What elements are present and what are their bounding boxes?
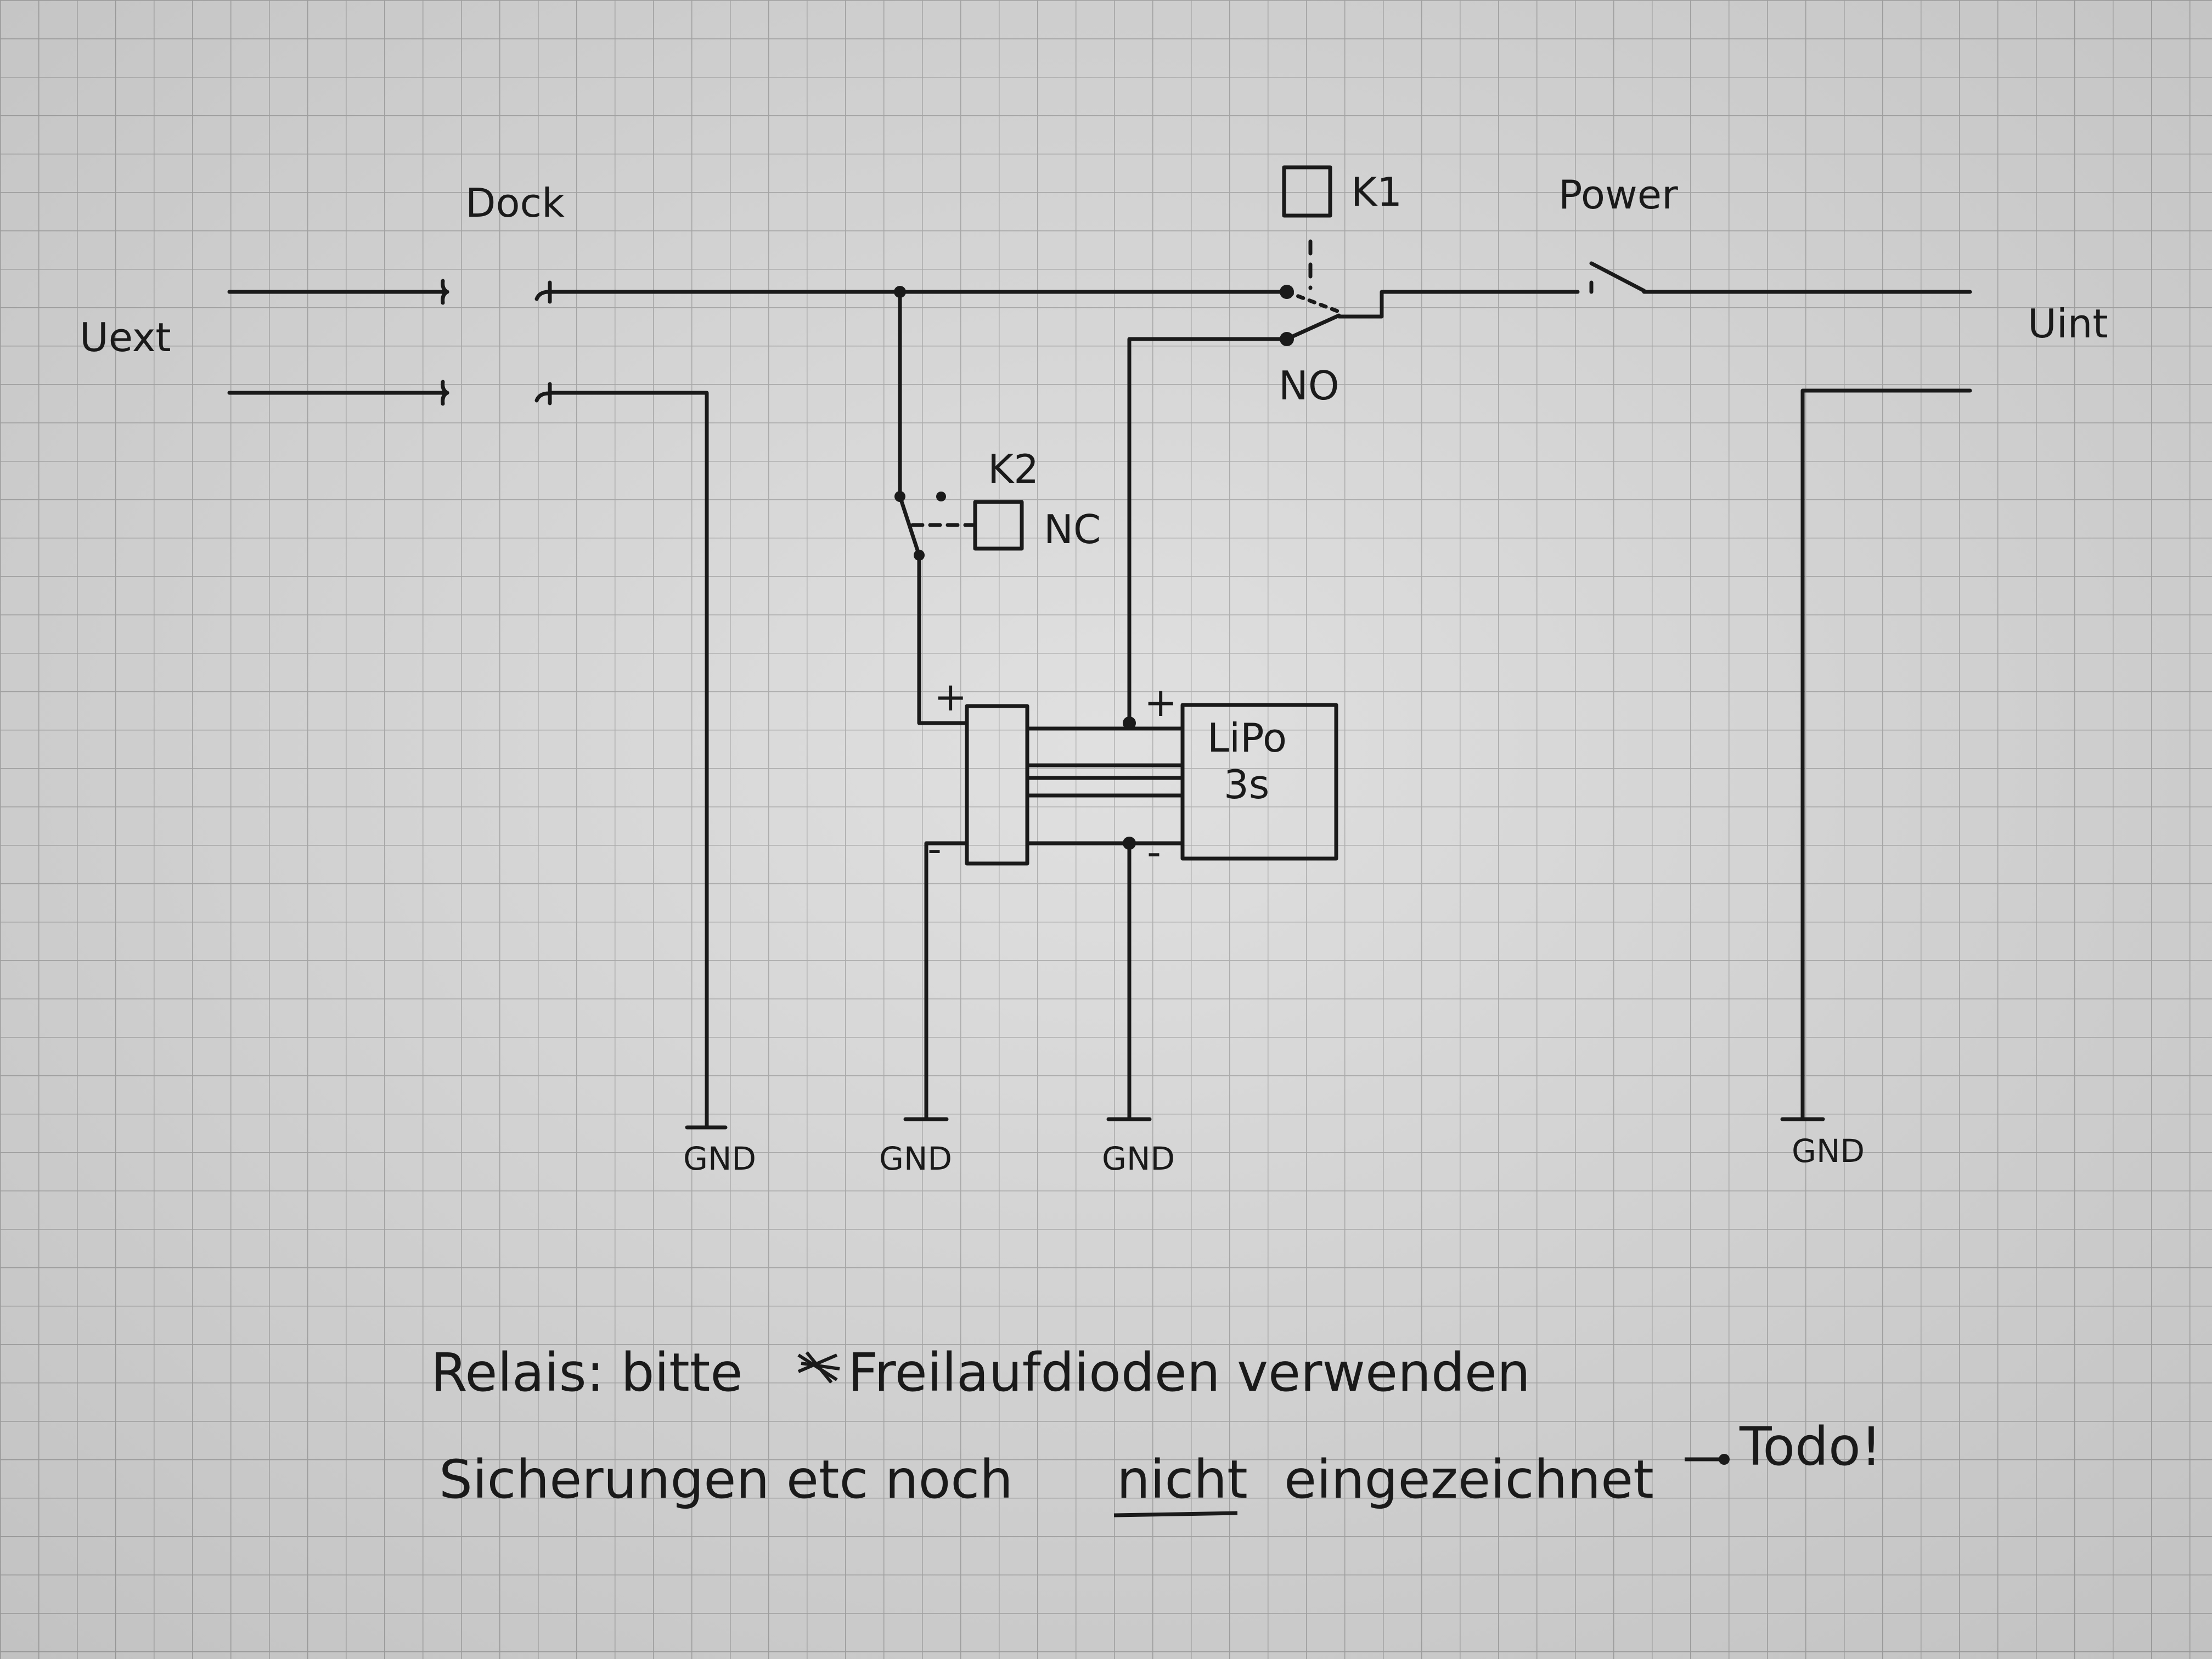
k1-switch-arm [1285, 313, 1341, 341]
battery-plus-sign: + [1144, 679, 1177, 725]
junction-k2-no-contact [936, 492, 946, 501]
power-switch-arm [1589, 261, 1646, 293]
vext-label: Uext [80, 314, 171, 360]
gnd-label-1: GND [683, 1140, 756, 1177]
note-line1-suffix: Freilaufdioden verwenden [848, 1342, 1530, 1403]
junction-k1-common [1280, 285, 1294, 299]
dock-plug-top [441, 279, 449, 305]
note-line2-b: eingezeichnet [1284, 1449, 1654, 1510]
junction-k2-common [894, 491, 905, 502]
note-line1-prefix: Relais: bitte [431, 1342, 742, 1403]
arrow-icon [1685, 1454, 1730, 1465]
note-line2-c: Todo! [1739, 1416, 1882, 1477]
k2-branch-lower [917, 553, 969, 725]
battery-label-line1: LiPo [1207, 715, 1287, 761]
dock-plug-bottom [441, 380, 449, 406]
note-underline [1113, 1511, 1238, 1517]
gnd-label-2: GND [879, 1140, 952, 1177]
k1-label: K1 [1351, 169, 1402, 215]
scribble-strikeout [797, 1351, 840, 1384]
junction-k1-no [1280, 332, 1294, 346]
battery-label-line2: 3s [1224, 761, 1269, 808]
junction-k2-branch [894, 286, 906, 298]
nc-label: NC [1044, 506, 1101, 552]
dock-gnd-wire [548, 391, 709, 1130]
note-line2-underlined: nicht [1117, 1449, 1248, 1510]
connector-minus-gnd-wire [924, 841, 969, 1121]
k1-switch-dotted [1285, 290, 1344, 315]
k2-coil [973, 500, 1024, 551]
k1-coil [1282, 165, 1332, 218]
circuit-wires [227, 165, 1972, 1130]
balance-connector [965, 704, 1029, 866]
vint-gnd-wire [1800, 388, 1972, 1121]
junction-battery-minus [1123, 837, 1136, 850]
k2-label: K2 [988, 446, 1039, 492]
connector-plus-sign: + [934, 674, 967, 720]
gnd-label-4: GND [1792, 1132, 1865, 1170]
dock-label: Dock [465, 180, 565, 226]
k2-switch-arm [898, 494, 921, 557]
power-label: Power [1558, 172, 1678, 218]
junction-dots [894, 285, 1294, 850]
note-line2-a: Sicherungen etc noch [439, 1449, 1013, 1510]
gnd-label-3: GND [1102, 1140, 1175, 1177]
junction-battery-plus [1123, 716, 1136, 730]
vint-label: Uint [2028, 301, 2108, 347]
connector-minus-sign: - [927, 826, 942, 872]
lipo-battery-box [1180, 703, 1338, 861]
no-label: NO [1279, 363, 1339, 409]
k1-to-power-wire [1337, 290, 1580, 319]
no-to-battery-plus [1127, 337, 1289, 725]
battery-minus-sign: - [1147, 829, 1161, 875]
junction-k2-nc [914, 550, 925, 561]
